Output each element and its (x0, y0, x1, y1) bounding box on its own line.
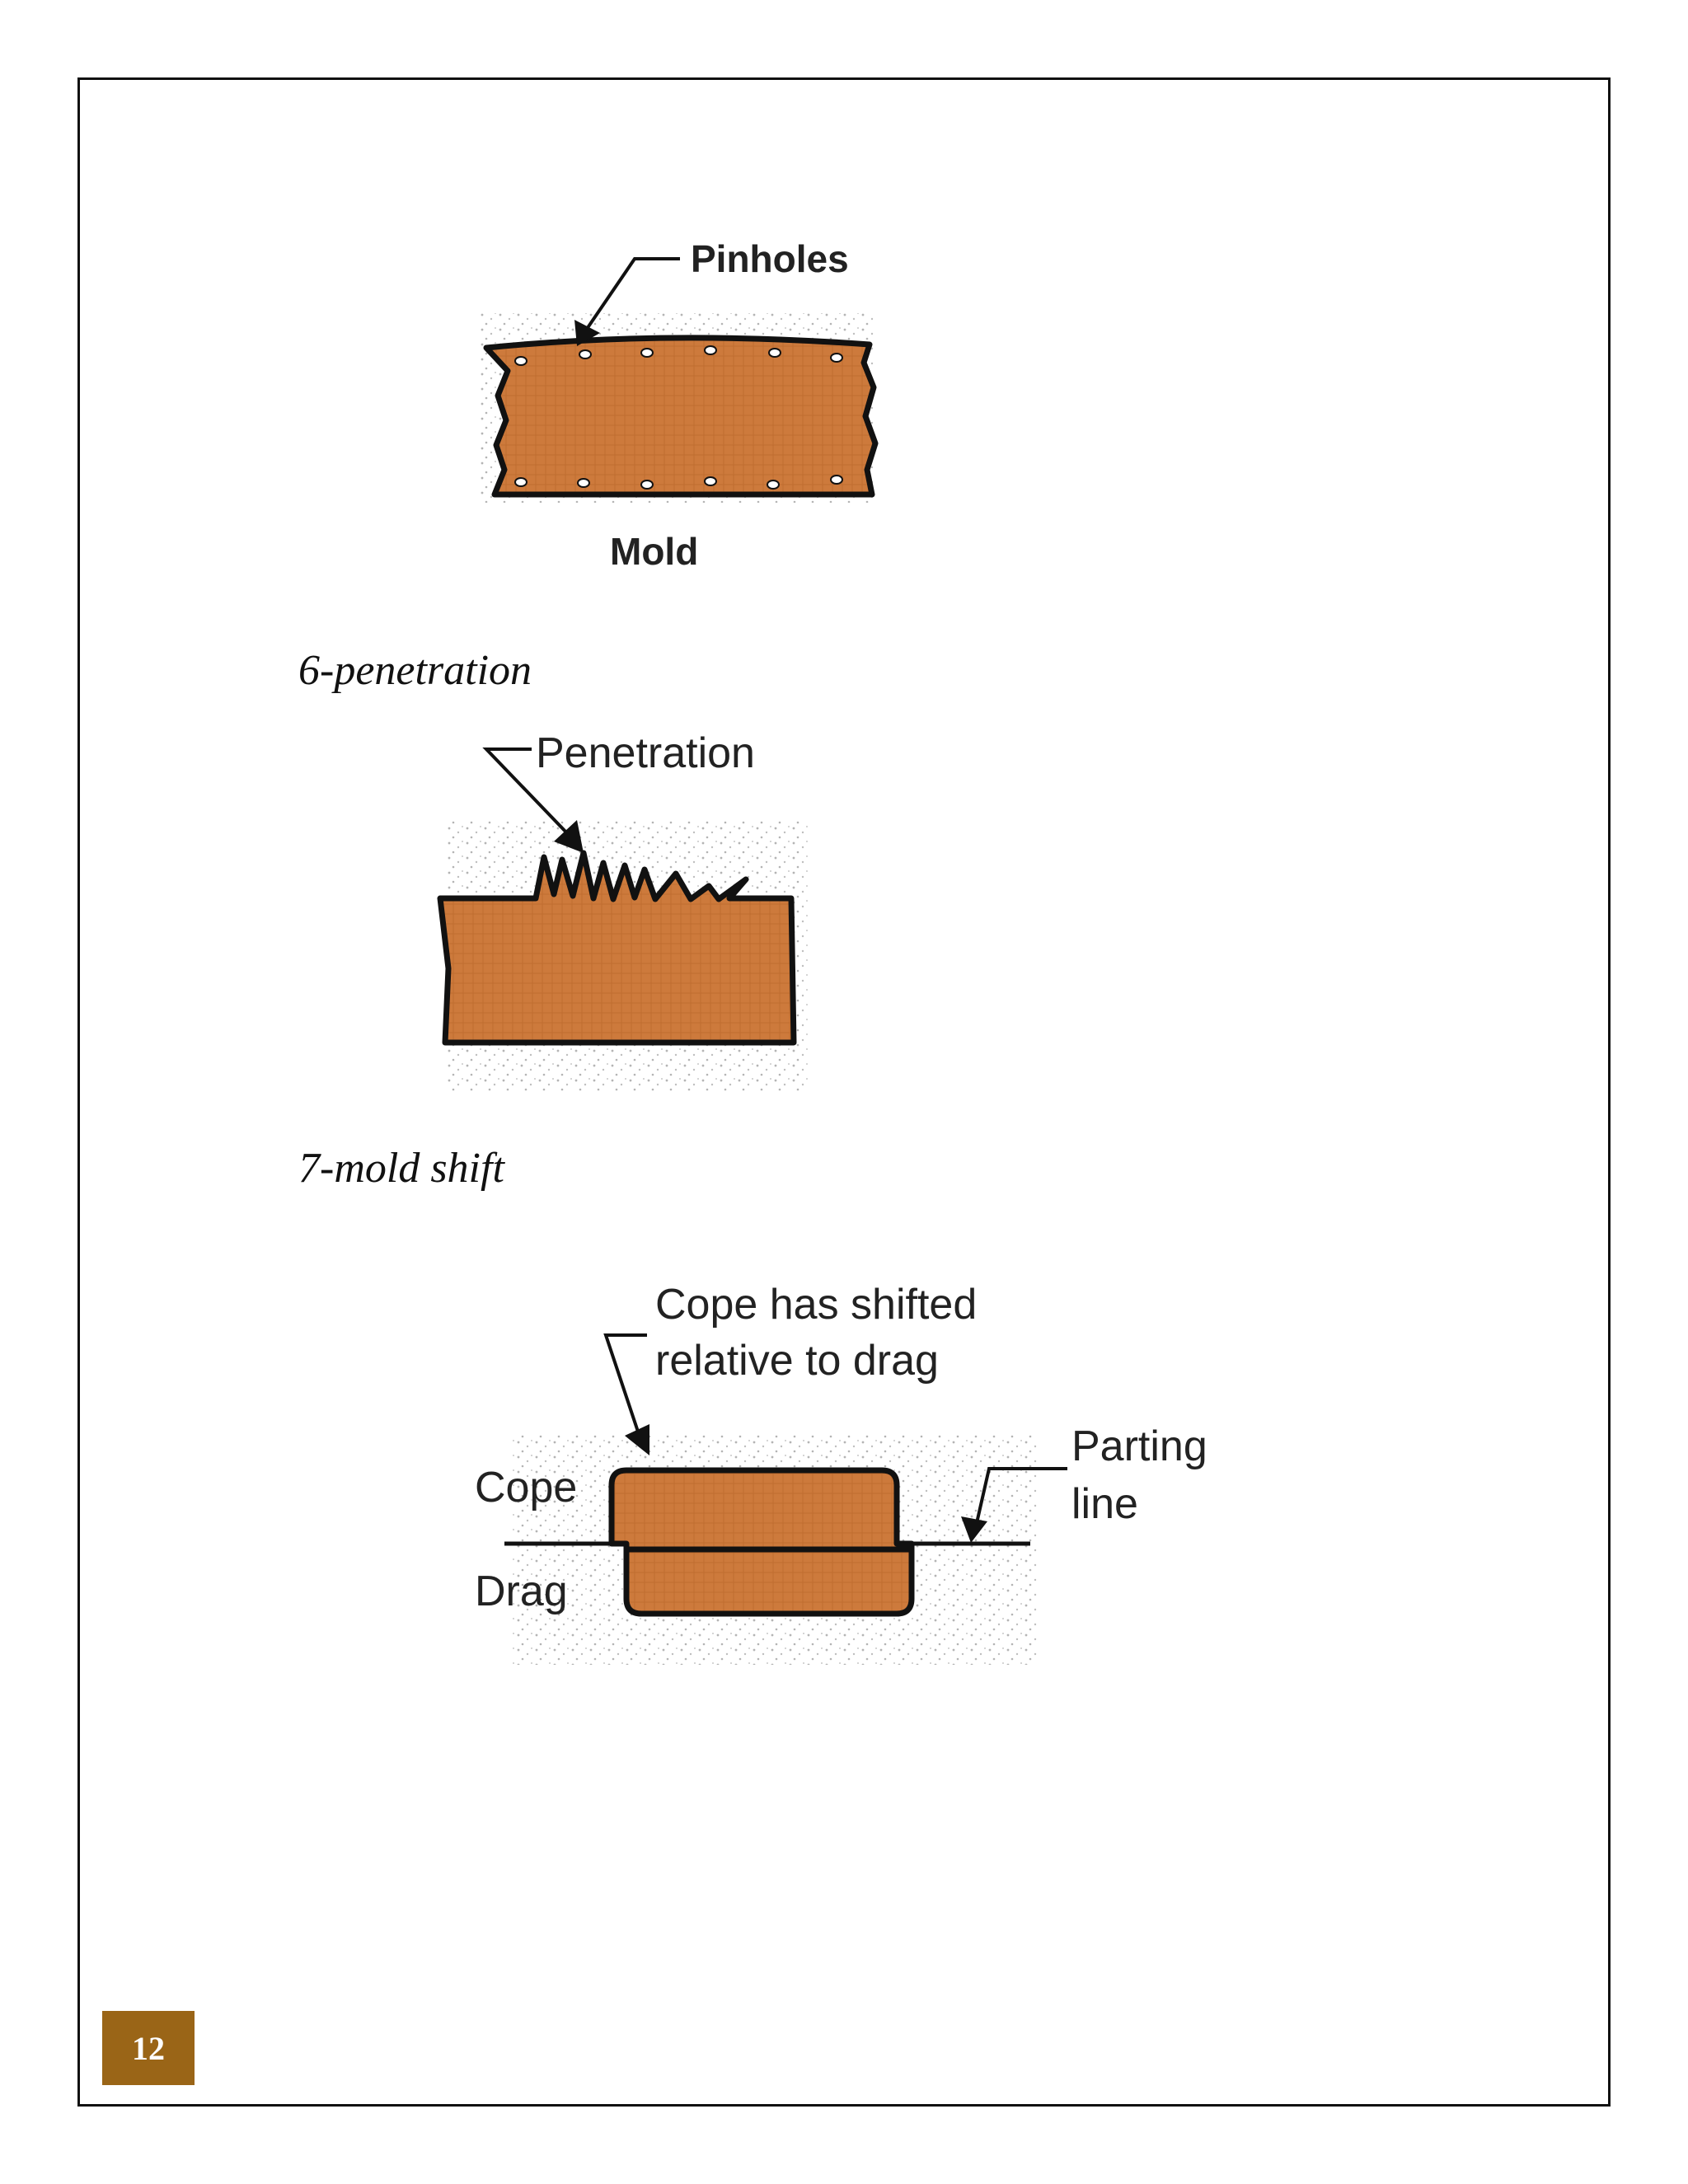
cope-label: Cope (475, 1464, 577, 1511)
cope-half (608, 1467, 915, 1553)
pinhole-pointer (584, 257, 680, 333)
penetration-casting (437, 850, 797, 1046)
shift-arrowhead (625, 1424, 649, 1455)
pinhole-dots (514, 345, 843, 490)
penetration-diagram: Penetration (437, 729, 808, 1092)
page-frame (77, 77, 1611, 2107)
callout-line-1: Cope has shifted (655, 1281, 977, 1329)
penetration-arrowhead (554, 820, 584, 853)
drag-label: Drag (475, 1568, 568, 1615)
parting-pointer (975, 1467, 1067, 1524)
pinholes-label: Pinholes (691, 237, 849, 280)
penetration-pointer (482, 748, 570, 837)
pinhole-arrowhead (574, 320, 600, 346)
mold-shift-heading: 7-mold shift (298, 1145, 504, 1192)
mold-shift-diagram: Cope has shifted relative to drag Cope D… (475, 1281, 1207, 1665)
callout-line-2: relative to drag (655, 1337, 939, 1385)
parting-label-2: line (1071, 1480, 1138, 1528)
penetration-label: Penetration (536, 729, 755, 777)
parting-arrowhead (961, 1516, 987, 1543)
parting-label-1: Parting (1071, 1422, 1207, 1470)
casting-body (483, 335, 879, 498)
penetration-heading: 6-penetration (298, 647, 532, 694)
page-number-badge: 12 (102, 2011, 195, 2085)
mold-label: Mold (610, 530, 698, 573)
pinholes-diagram: Pinholes Mold (478, 237, 879, 573)
drag-half (623, 1544, 915, 1617)
shift-pointer (603, 1333, 647, 1435)
